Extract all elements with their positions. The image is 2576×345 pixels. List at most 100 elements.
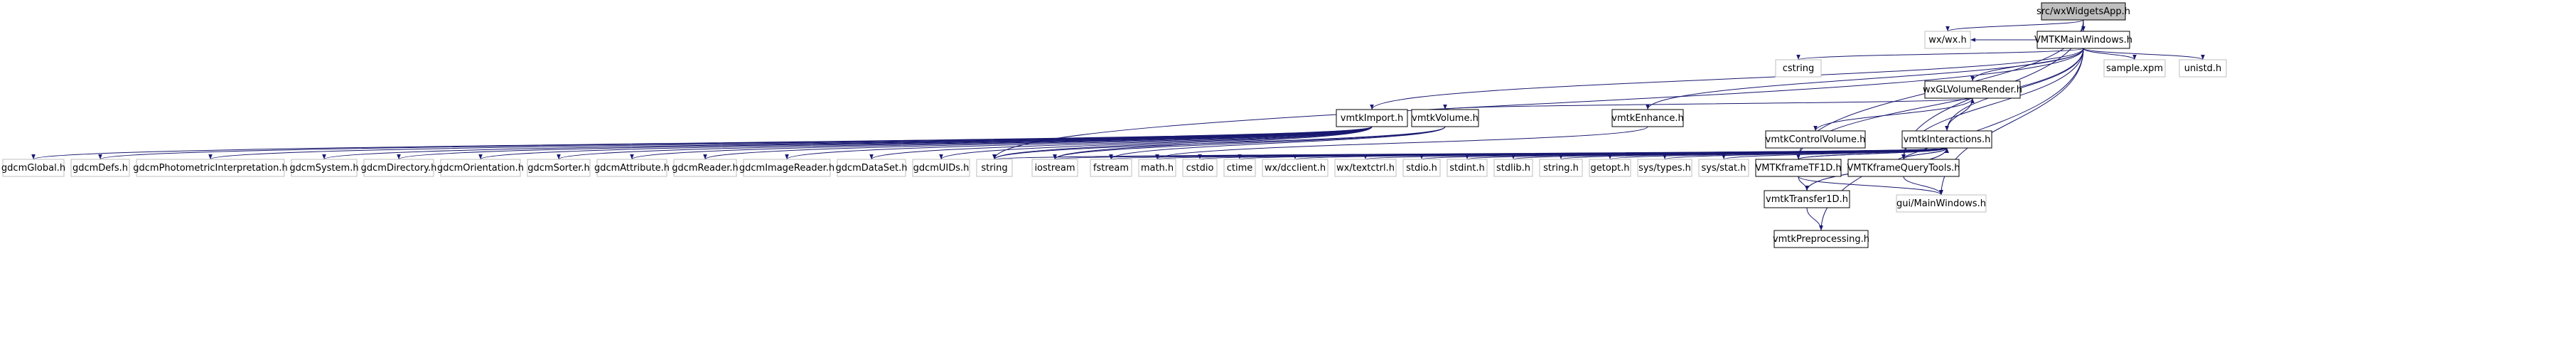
- node-box: [1539, 159, 1583, 177]
- edge-TF1D-to-transfer1D: [1798, 176, 1809, 191]
- node-stdio[interactable]: stdio.h: [1402, 159, 1441, 177]
- node-samplexpm[interactable]: sample.xpm: [2103, 59, 2166, 78]
- node-label: gdcmSorter.h: [527, 163, 589, 174]
- edge-vmtkEnhance-to-mathh: [1155, 126, 1648, 160]
- node-box: [2041, 2, 2126, 21]
- node-gdcmAttribute[interactable]: gdcmAttribute.h: [594, 159, 670, 177]
- node-fstream[interactable]: fstream: [1090, 159, 1132, 177]
- node-label: VMTKframeQueryTools.h: [1847, 163, 1960, 174]
- node-box: [1262, 159, 1329, 177]
- edge-vmtkImport-to-gdcmDataSet: [869, 126, 1373, 160]
- node-box: [1755, 159, 1842, 177]
- node-gdcmDirectory[interactable]: gdcmDirectory.h: [361, 159, 437, 177]
- node-label: vmtkVolume.h: [1412, 113, 1478, 124]
- node-label: stdlib.h: [1496, 163, 1530, 174]
- node-unistd[interactable]: unistd.h: [2179, 59, 2227, 78]
- node-label: getopt.h: [1590, 163, 1629, 174]
- node-transfer1D[interactable]: vmtkTransfer1D.h: [1764, 190, 1850, 208]
- edge-vmtkImport-to-string: [992, 126, 1373, 160]
- node-label: string.h: [1543, 163, 1579, 174]
- node-label: gdcmPhotometricInterpretation.h: [133, 163, 287, 174]
- node-guiMain[interactable]: gui/MainWindows.h: [1896, 194, 1987, 213]
- node-label: unistd.h: [2184, 63, 2222, 74]
- node-gdcmReader[interactable]: gdcmReader.h: [672, 159, 739, 177]
- node-box: [1138, 159, 1176, 177]
- node-QueryTools[interactable]: VMTKframeQueryTools.h: [1847, 159, 1960, 177]
- node-vmtkInteractions[interactable]: vmtkInteractions.h: [1901, 130, 1992, 149]
- node-vmtkImport[interactable]: vmtkImport.h: [1336, 109, 1408, 127]
- node-stdlib[interactable]: stdlib.h: [1493, 159, 1533, 177]
- node-box: [1698, 159, 1749, 177]
- node-getopt[interactable]: getopt.h: [1589, 159, 1631, 177]
- node-stdint[interactable]: stdint.h: [1447, 159, 1488, 177]
- edge-vmtkInteractions-to-wxGLVolumeRender: [1946, 97, 1975, 132]
- edge-vmtkImport-to-gdcmImageReader: [785, 126, 1373, 160]
- node-gdcmImageReader[interactable]: gdcmImageReader.h: [739, 159, 834, 177]
- node-box: [1773, 230, 1869, 248]
- node-box: [1765, 130, 1866, 149]
- node-gdcmSystem[interactable]: gdcmSystem.h: [289, 159, 359, 177]
- node-label: gdcmSystem.h: [289, 163, 358, 174]
- node-stringh[interactable]: string.h: [1539, 159, 1583, 177]
- node-box: [1411, 109, 1479, 127]
- node-ctime[interactable]: ctime: [1223, 159, 1256, 177]
- node-box: [1764, 190, 1850, 208]
- node-label: vmtkImport.h: [1341, 113, 1404, 124]
- node-string[interactable]: string: [976, 159, 1013, 177]
- edge-wxGLVolumeRender-to-vmtkControlVolume: [1813, 97, 1973, 132]
- node-label: stdint.h: [1449, 163, 1484, 174]
- node-gdcmOrientation[interactable]: gdcmOrientation.h: [437, 159, 524, 177]
- edge-MainWindows-to-cstring: [1796, 48, 2084, 60]
- node-vmtkVolume[interactable]: vmtkVolume.h: [1411, 109, 1479, 127]
- node-label: gdcmGlobal.h: [1, 163, 65, 174]
- node-gdcmDataSet[interactable]: gdcmDataSet.h: [835, 159, 908, 177]
- node-label: gdcmDataSet.h: [835, 163, 907, 174]
- node-box: [1447, 159, 1488, 177]
- edge-wxGLVolumeRender-to-vmtkVolume: [1443, 97, 1973, 110]
- node-gdcmPhoto[interactable]: gdcmPhotometricInterpretation.h: [133, 159, 288, 177]
- node-label: src/wxWidgetsApp.h: [2036, 6, 2130, 17]
- node-box: [1402, 159, 1441, 177]
- node-label: gdcmImageReader.h: [739, 163, 834, 174]
- node-vmtkControlVolume[interactable]: vmtkControlVolume.h: [1765, 130, 1866, 149]
- node-wxwx[interactable]: wx/wx.h: [1924, 31, 1971, 49]
- node-box: [291, 159, 358, 177]
- edge-TF1D-to-guiMain: [1798, 176, 1943, 196]
- node-mathh[interactable]: math.h: [1138, 159, 1176, 177]
- node-wxGLVolumeRender[interactable]: wxGLVolumeRender.h: [1923, 80, 2022, 99]
- node-MainWindows[interactable]: VMTKMainWindows.h: [2034, 31, 2132, 49]
- node-gdcmUIDs[interactable]: gdcmUIDs.h: [912, 159, 970, 177]
- node-gdcmGlobal[interactable]: gdcmGlobal.h: [1, 159, 65, 177]
- node-gdcmDefs[interactable]: gdcmDefs.h: [70, 159, 130, 177]
- node-textctrl[interactable]: wx/textctrl.h: [1334, 159, 1397, 177]
- node-box: [440, 159, 521, 177]
- node-dcclient[interactable]: wx/dcclient.h: [1262, 159, 1329, 177]
- node-systypes[interactable]: sys/types.h: [1637, 159, 1692, 177]
- edge-MainWindows-to-samplexpm: [2083, 48, 2137, 60]
- edge-vmtkImport-to-gdcmOrientation: [478, 126, 1373, 160]
- node-preprocessing[interactable]: vmtkPreprocessing.h: [1773, 230, 1869, 248]
- node-label: wx/wx.h: [1928, 35, 1966, 46]
- node-box: [1031, 159, 1078, 177]
- node-TF1D[interactable]: VMTKframeTF1D.h: [1755, 159, 1842, 177]
- node-label: wxGLVolumeRender.h: [1923, 85, 2022, 95]
- node-wxWidgetsApp[interactable]: src/wxWidgetsApp.h: [2036, 2, 2130, 21]
- node-label: gui/MainWindows.h: [1896, 198, 1986, 209]
- node-label: string: [981, 163, 1007, 174]
- node-box: [2103, 59, 2166, 78]
- node-box: [1901, 130, 1992, 149]
- node-iostream[interactable]: iostream: [1031, 159, 1078, 177]
- node-cstring[interactable]: cstring: [1775, 59, 1822, 78]
- node-cstdio[interactable]: cstdio: [1182, 159, 1218, 177]
- node-box: [743, 159, 831, 177]
- node-box: [363, 159, 434, 177]
- node-sysstat[interactable]: sys/stat.h: [1698, 159, 1749, 177]
- node-label: cstring: [1783, 63, 1814, 74]
- node-vmtkEnhance[interactable]: vmtkEnhance.h: [1611, 109, 1684, 127]
- edge-vmtkVolume-to-iostream: [1053, 126, 1446, 160]
- node-gdcmSorter[interactable]: gdcmSorter.h: [527, 159, 591, 177]
- edge-transfer1D-to-preprocessing: [1806, 207, 1823, 231]
- node-label: vmtkPreprocessing.h: [1773, 234, 1869, 245]
- edge-MainWindows-to-vmtkImport: [1370, 48, 2084, 110]
